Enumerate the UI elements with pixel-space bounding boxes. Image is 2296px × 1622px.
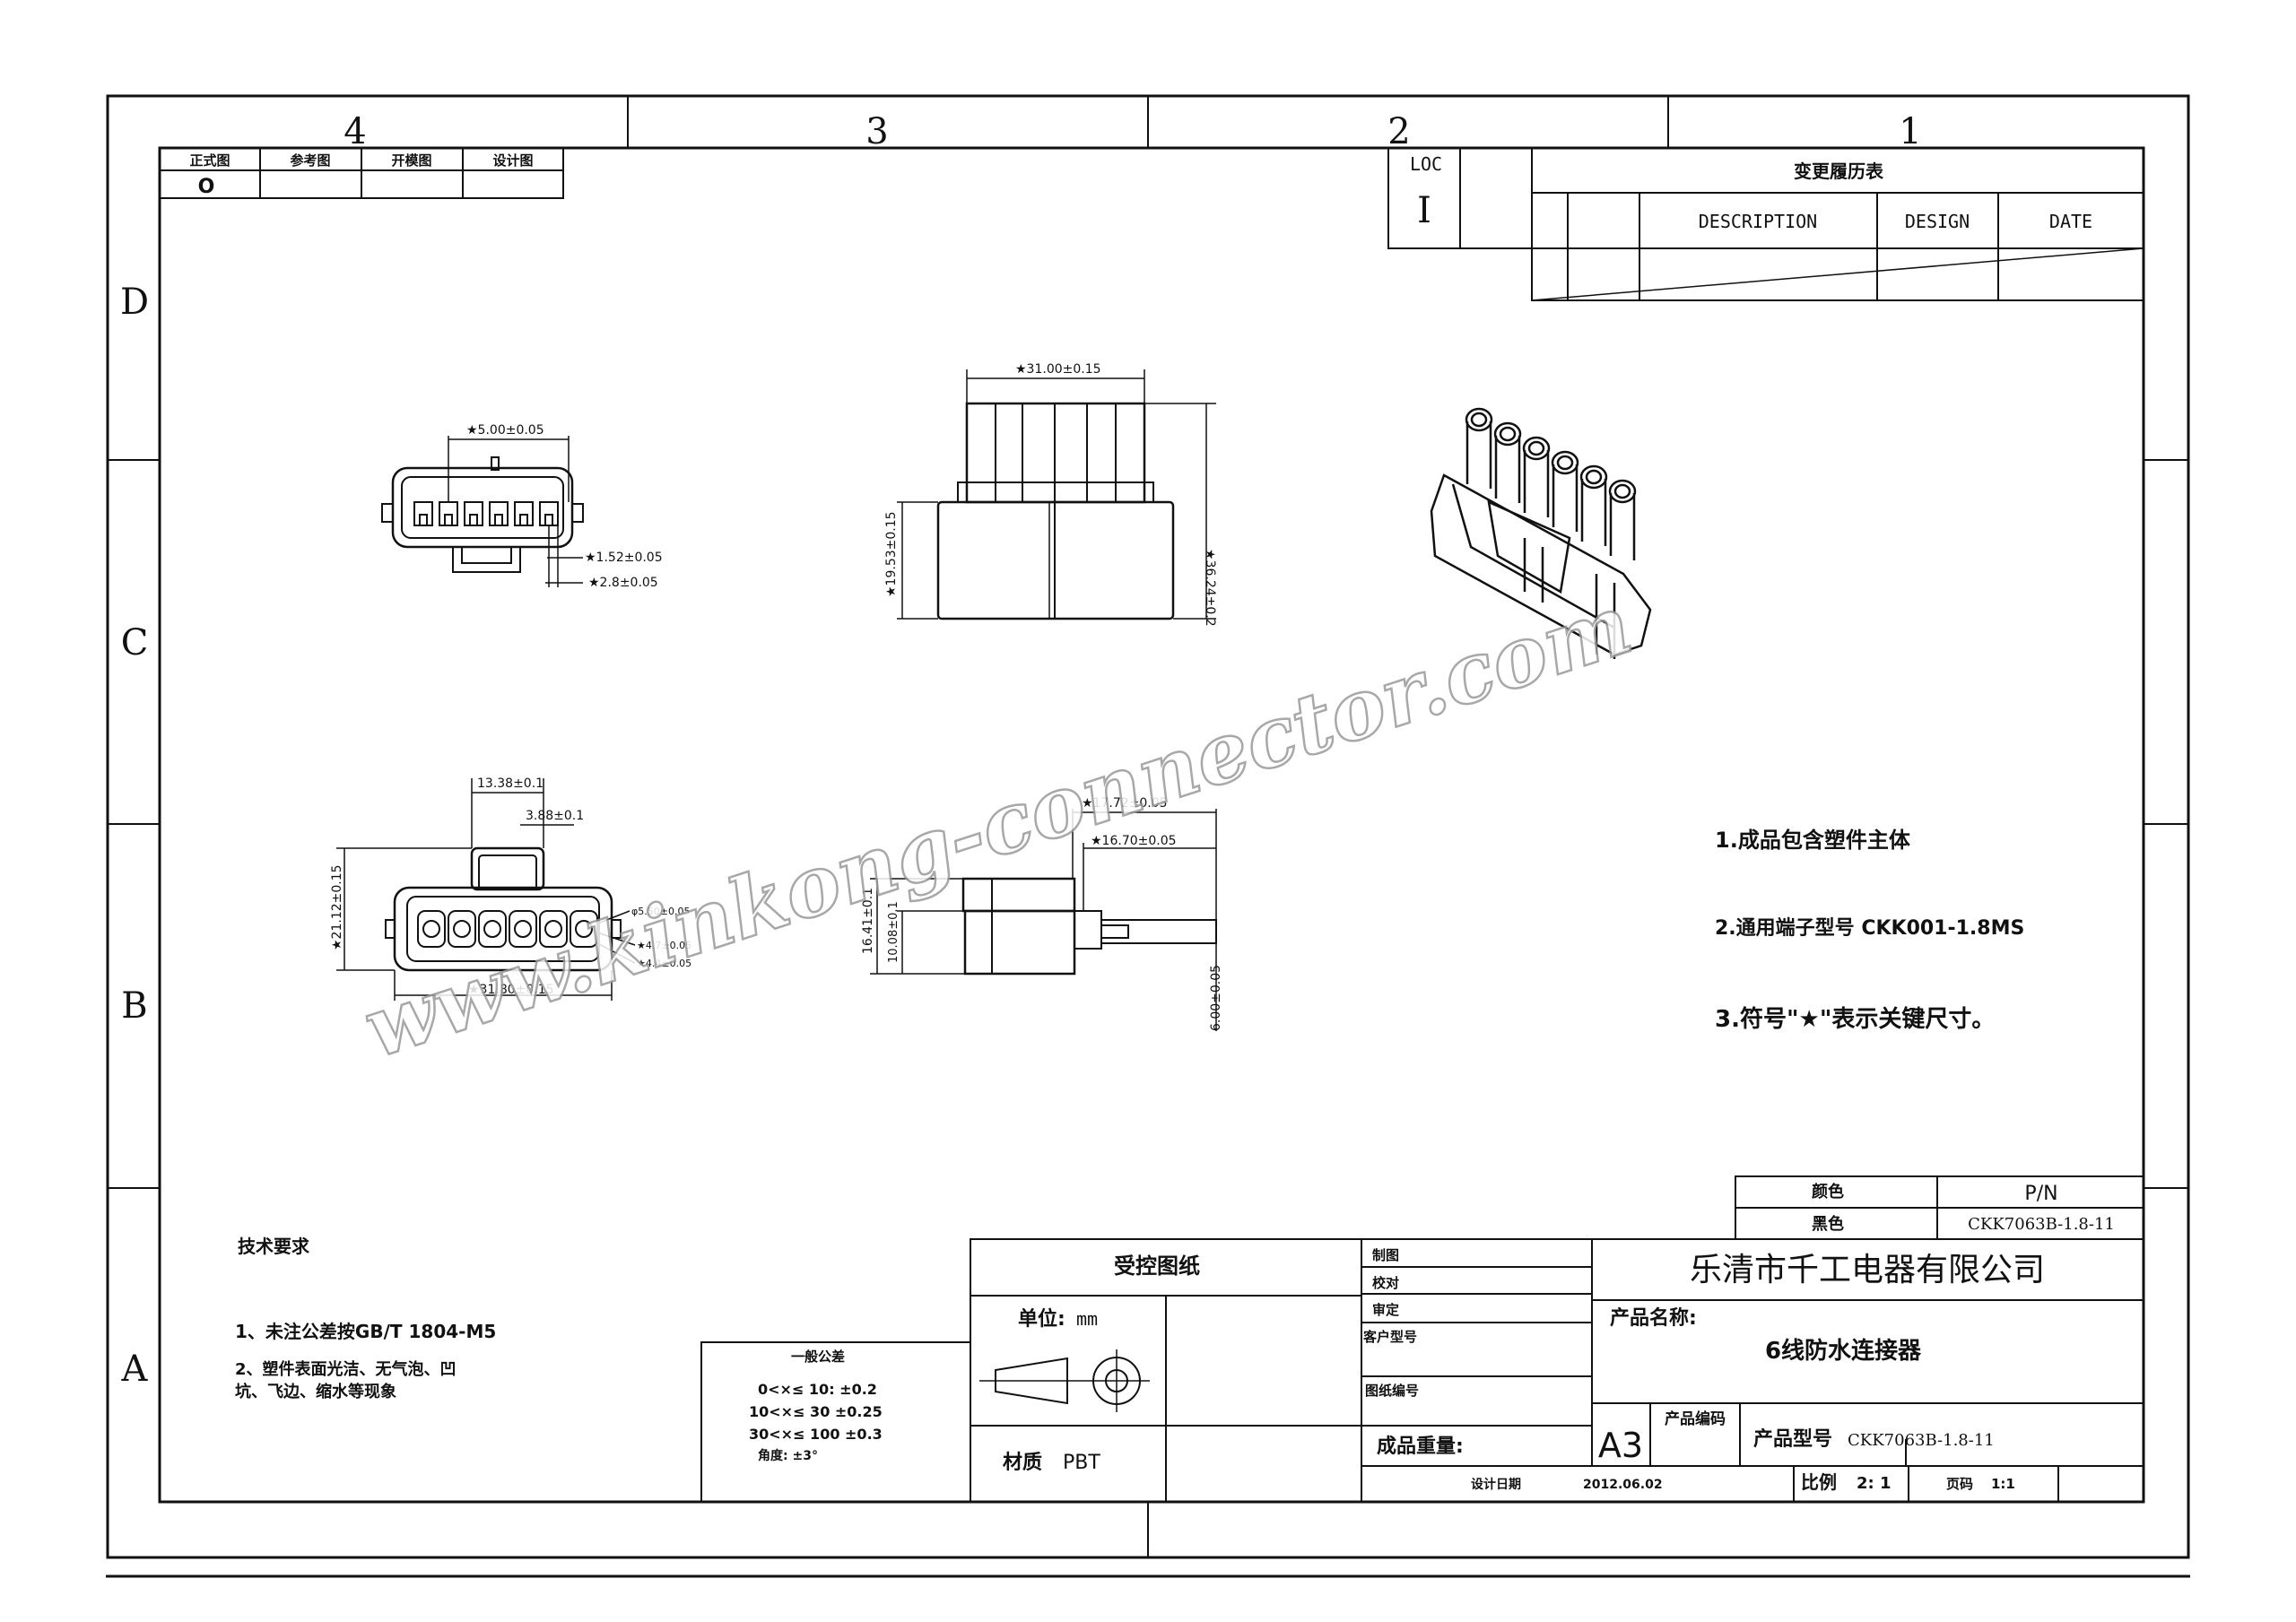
front-view-bottom (336, 778, 636, 1001)
row-label: B (121, 985, 147, 1027)
page-value: 1:1 (1991, 1476, 2015, 1492)
row-label: A (121, 1349, 149, 1390)
role-label: 校对 (1372, 1275, 1399, 1291)
material-value: PBT (1063, 1452, 1100, 1474)
loc-label: LOC (1410, 153, 1442, 175)
column-label: 4 (344, 111, 366, 152)
product-model: CKK7063B-1.8-11 (1848, 1431, 1995, 1450)
role-label: 审定 (1372, 1302, 1399, 1318)
role-label: 客户型号 (1362, 1329, 1417, 1345)
tolerance-row: 0<×≤ 10: ±0.2 (758, 1381, 877, 1398)
side-view-top (897, 369, 1216, 620)
dimension-label: ★16.70±0.05 (1091, 834, 1177, 848)
dimension-label: ★2.8±0.05 (588, 576, 658, 590)
dimension-label: ★31.80±0.15 (468, 983, 554, 997)
column-label: 2 (1387, 111, 1410, 152)
dimension-label: φ5.50±0.05 (631, 906, 690, 917)
front-view-top (381, 436, 584, 587)
column-label: 1 (1899, 111, 1921, 152)
note-item: 1.成品包含塑件主体 (1715, 828, 1911, 853)
revision-table (1387, 147, 2144, 301)
tech-requirement-item: 1、未注公差按GB/T 1804-M5 (235, 1321, 496, 1342)
product-model-label: 产品型号 (1753, 1428, 1832, 1451)
unit-value: mm (1076, 1308, 1098, 1330)
dimension-label: 3.88±0.1 (526, 809, 584, 823)
title-block-grid (700, 1238, 2144, 1503)
dimension-label: ★4.7±0.05 (637, 940, 691, 951)
tolerance-row: 30<×≤ 100 ±0.3 (749, 1426, 883, 1443)
dimension-label: ★1.52±0.05 (585, 551, 663, 565)
dimension-label: 13.38±0.1 (477, 776, 544, 791)
company-name: 乐清市千工电器有限公司 (1690, 1252, 2045, 1288)
dimension-label: ★36.24±0.2 (1203, 549, 1217, 627)
drawing-type-header: 参考图 (290, 152, 330, 169)
isometric-view (1430, 407, 1652, 659)
scale-label: 比例 (1801, 1471, 1837, 1493)
dimension-label: ★17.72±0.05 (1082, 796, 1168, 811)
selected-type-mark: O (198, 176, 215, 198)
scale-value: 2: 1 (1857, 1474, 1892, 1493)
dimension-label: 6.00±0.05 (1209, 965, 1223, 1031)
role-label: 制图 (1372, 1247, 1399, 1263)
drawing-type-header: 设计图 (492, 152, 533, 169)
material-label: 材质 (1003, 1452, 1042, 1474)
row-label: D (120, 282, 149, 323)
page-label: 页码 (1946, 1476, 1973, 1492)
tech-requirement-item: 坑、飞边、缩水等现象 (235, 1382, 396, 1401)
tolerance-row: 10<×≤ 30 ±0.25 (749, 1403, 883, 1420)
drawing-type-header: 开模图 (391, 152, 431, 169)
design-date: 2012.06.02 (1583, 1478, 1663, 1492)
role-label: 图纸编号 (1365, 1383, 1419, 1399)
color-value: 黑色 (1812, 1214, 1844, 1234)
dimension-label: ★4.4±0.05 (637, 958, 691, 969)
column-label: 3 (865, 111, 888, 152)
drawing-type-box (159, 147, 564, 199)
pn-label: P/N (2024, 1183, 2057, 1205)
tech-requirements-title: 技术要求 (238, 1236, 310, 1257)
sheet-size: A3 (1598, 1426, 1643, 1465)
pn-value: CKK7063B-1.8-11 (1968, 1215, 2115, 1234)
revision-header: DESIGN (1905, 211, 1970, 232)
side-view-bottom (870, 809, 1217, 1031)
revision-title: 变更履历表 (1794, 160, 1884, 182)
product-code-label: 产品编码 (1665, 1409, 1726, 1428)
design-date-label: 设计日期 (1471, 1477, 1521, 1492)
drawing-type-header: 正式图 (189, 152, 230, 169)
tolerance-row: 角度: ±3° (758, 1448, 818, 1463)
product-name-label: 产品名称: (1610, 1306, 1697, 1330)
projection-symbol-icon (979, 1349, 1150, 1412)
dimension-label: ★19.53±0.15 (884, 511, 899, 597)
dimension-label: 10.08±0.1 (887, 901, 900, 963)
dimension-label: 16.41±0.1 (861, 888, 875, 954)
note-item: 2.通用端子型号 CKK001-1.8MS (1715, 917, 2024, 940)
controlled-drawing-label: 受控图纸 (1114, 1253, 1200, 1279)
tech-requirement-item: 2、塑件表面光洁、无气泡、凹 (235, 1359, 457, 1379)
row-label: C (121, 622, 149, 664)
dimension-label: ★5.00±0.05 (466, 423, 544, 438)
revision-header: DESCRIPTION (1699, 211, 1817, 232)
weight-label: 成品重量: (1377, 1436, 1464, 1458)
loc-value: I (1417, 190, 1431, 231)
color-label: 颜色 (1812, 1182, 1844, 1201)
watermark: www.kinkong-connector.com (352, 576, 1642, 1077)
tolerance-title: 一般公差 (791, 1349, 845, 1365)
revision-header: DATE (2049, 211, 2092, 232)
dimension-label: ★31.00±0.15 (1015, 362, 1101, 377)
dimension-label: ★21.12±0.15 (330, 864, 344, 950)
product-name: 6线防水连接器 (1765, 1338, 1922, 1365)
note-item: 3.符号"★"表示关键尺寸。 (1715, 1005, 1995, 1033)
unit-label: 单位: (1018, 1307, 1065, 1331)
